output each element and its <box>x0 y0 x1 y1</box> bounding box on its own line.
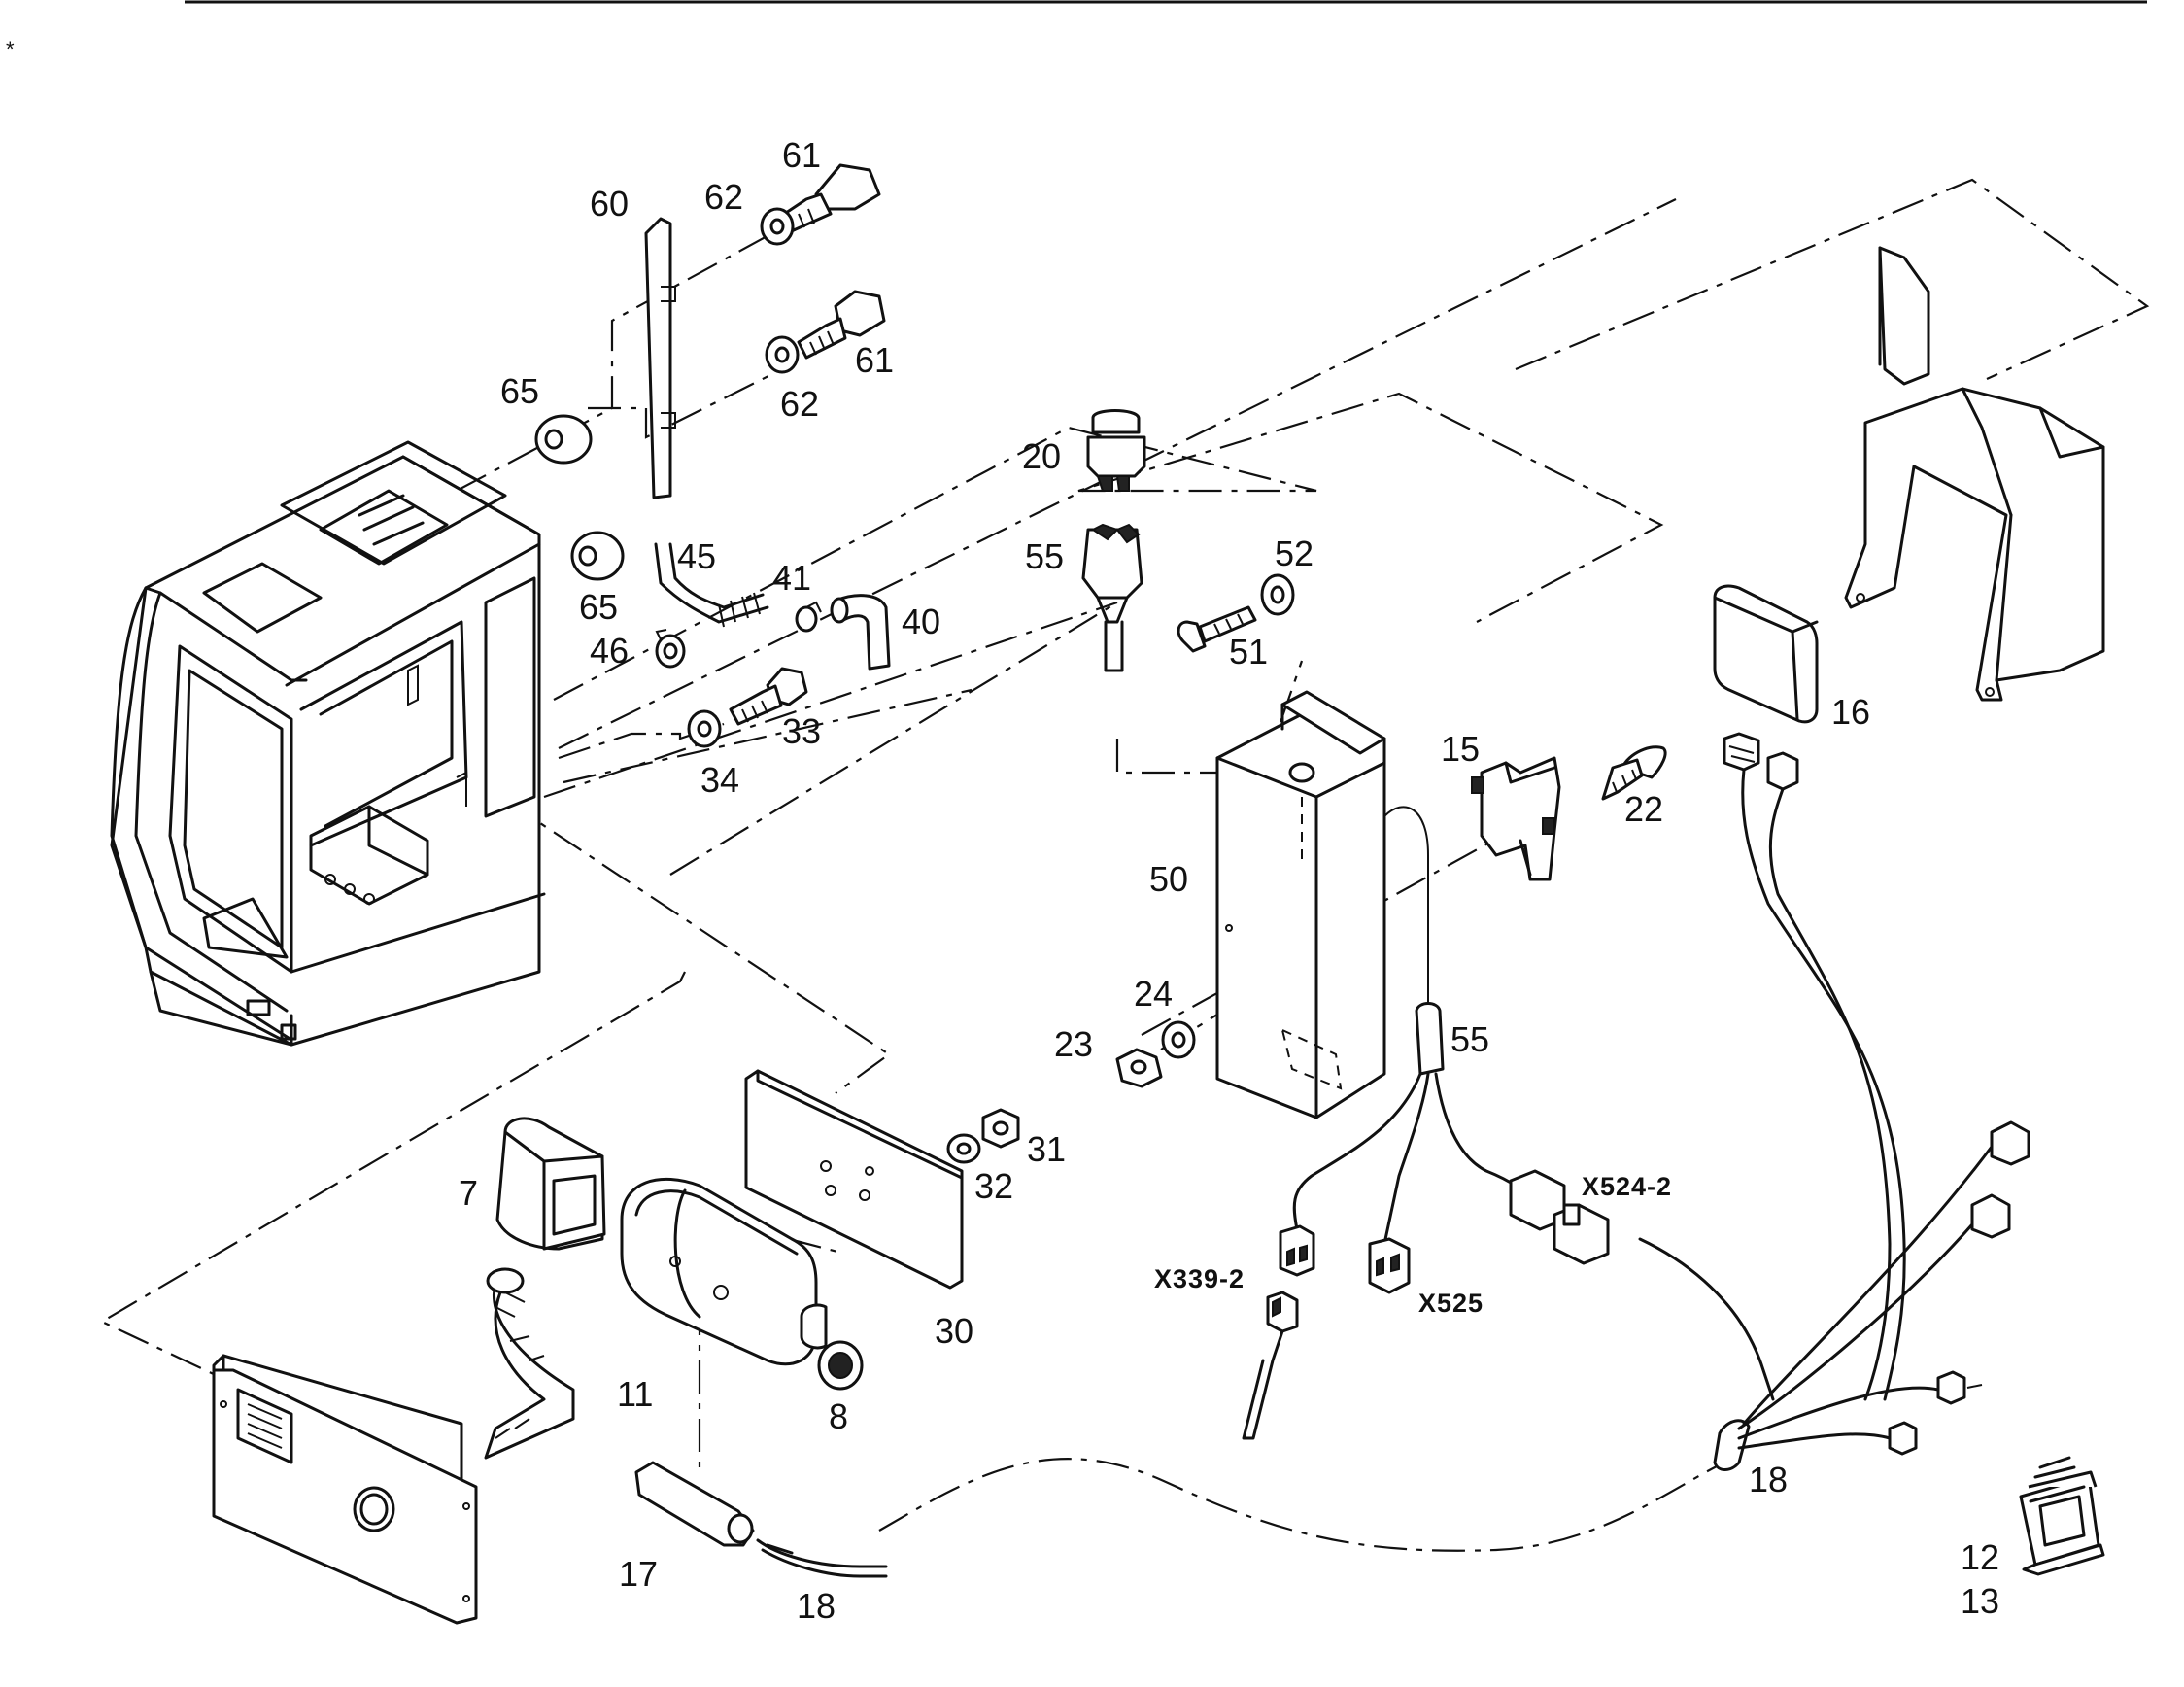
callout-7: 7 <box>459 1173 478 1213</box>
washer-52 <box>1260 573 1295 616</box>
callout-52: 52 <box>1275 534 1314 573</box>
callout-50: 50 <box>1149 859 1188 899</box>
grommet-65-upper <box>534 414 593 465</box>
hose-45 <box>654 542 769 628</box>
heater-mount-box <box>212 1267 575 1625</box>
nut-23 <box>1115 1048 1163 1088</box>
callout-60: 60 <box>590 184 629 224</box>
connector-x525 <box>1368 1237 1411 1294</box>
callout-22: 22 <box>1624 789 1663 829</box>
callout-23: 23 <box>1054 1024 1093 1064</box>
callout-15: 15 <box>1441 729 1480 769</box>
callout-18-lower: 18 <box>797 1586 836 1626</box>
switch-20 <box>1086 409 1146 492</box>
screw-22 <box>1601 745 1667 801</box>
air-outlet-7 <box>495 1117 606 1251</box>
label-x339-2: X339-2 <box>1154 1264 1245 1293</box>
callout-61-lower: 61 <box>855 340 894 380</box>
harness-18-main <box>1713 732 2030 1471</box>
relay-16 <box>1713 584 1819 724</box>
grommet-65-lower <box>570 531 625 581</box>
control-box-50 <box>1215 690 1429 1119</box>
callout-34: 34 <box>700 760 739 800</box>
gasket-30 <box>744 1069 964 1290</box>
callout-labels: 61 62 60 61 62 65 65 45 41 40 46 33 34 2… <box>459 135 1999 1626</box>
manual-12-13 <box>2019 1456 2105 1576</box>
bolt-33 <box>729 667 808 726</box>
callout-55-lower: 55 <box>1450 1019 1489 1059</box>
callout-51: 51 <box>1229 632 1268 671</box>
bolt-61-lower <box>797 290 886 360</box>
connector-55-upper <box>1081 523 1143 672</box>
washer-32 <box>946 1133 981 1164</box>
nut-31 <box>981 1108 1020 1149</box>
callout-65-lower: 65 <box>579 587 618 627</box>
corner-mark: * <box>6 37 15 61</box>
label-x525: X525 <box>1418 1289 1484 1318</box>
pump-17 <box>634 1461 755 1547</box>
mounting-bracket <box>1844 246 2105 702</box>
cab-frame <box>110 440 546 1047</box>
callout-55-upper: 55 <box>1025 536 1064 576</box>
clip-15 <box>1471 756 1561 881</box>
elbow-hose-40 <box>830 594 891 671</box>
callout-24: 24 <box>1134 974 1173 1014</box>
callout-30: 30 <box>935 1311 973 1351</box>
harness-55-lower <box>1242 1002 1775 1440</box>
clamp-41 <box>795 601 822 633</box>
callout-32: 32 <box>974 1166 1013 1206</box>
callout-33: 33 <box>782 711 821 751</box>
callout-8: 8 <box>829 1396 848 1436</box>
callout-18-right: 18 <box>1749 1460 1788 1499</box>
callout-62-lower: 62 <box>780 384 819 424</box>
callout-11: 11 <box>617 1374 653 1414</box>
connector-x339-2 <box>1242 1224 1315 1440</box>
cap-8 <box>817 1340 864 1391</box>
callout-20: 20 <box>1022 436 1061 476</box>
washer-34 <box>687 709 722 748</box>
callout-46: 46 <box>590 631 629 671</box>
callout-62-upper: 62 <box>704 177 743 217</box>
heater-11 <box>620 1178 828 1366</box>
washer-24 <box>1161 1020 1196 1059</box>
callout-45: 45 <box>677 536 716 576</box>
callout-40: 40 <box>902 602 940 641</box>
washer-62-lower <box>765 335 800 374</box>
washer-62-upper <box>760 207 795 246</box>
callout-12: 12 <box>1961 1537 1999 1577</box>
callout-31: 31 <box>1027 1129 1066 1169</box>
callout-61-upper: 61 <box>782 135 821 175</box>
harness-18-lower <box>756 1538 888 1578</box>
connector-x524-2 <box>1509 1169 1610 1265</box>
screw-51 <box>1177 605 1257 653</box>
callout-16: 16 <box>1831 692 1870 732</box>
clamp-46 <box>655 629 686 669</box>
callout-13: 13 <box>1961 1581 1999 1621</box>
callout-41: 41 <box>772 558 811 598</box>
callout-17: 17 <box>619 1554 658 1594</box>
pipe-60 <box>644 217 676 499</box>
callout-65-upper: 65 <box>500 371 539 411</box>
label-x524-2: X524-2 <box>1582 1172 1672 1201</box>
